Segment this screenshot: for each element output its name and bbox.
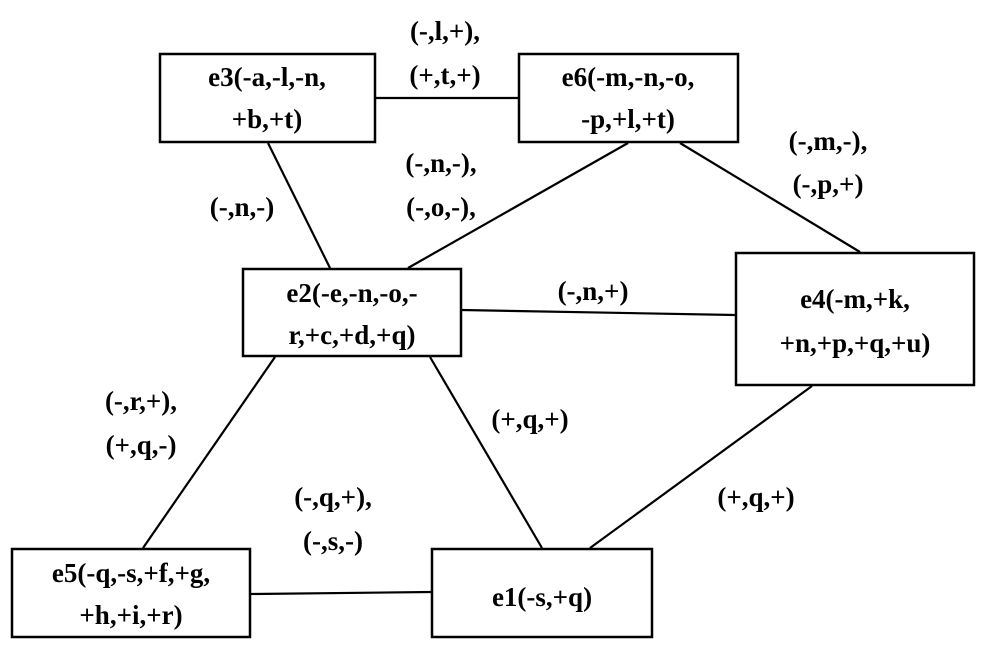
node-e2-line-2: r,+c,+d,+q) [289, 320, 416, 350]
edge-label-e2-e5: (-,r,+), (+,q,-) [105, 386, 177, 460]
node-e2-box [241, 267, 463, 358]
edge-label-e2-e6: (-,n,-), (-,o,-), [405, 148, 476, 222]
node-e4-line-1: e4(-m,+k, [800, 284, 910, 314]
node-e6: e6(-m,-n,-o, -p,+l,+t) [517, 52, 740, 144]
node-e6-line-2: -p,+l,+t) [581, 104, 675, 134]
edge-label-e4-e6: (-,m,-), (-,p,+) [789, 126, 868, 199]
edge-label-e1-e4: (+,q,+) [717, 482, 794, 512]
edge-label-e1-e4-line-1: (+,q,+) [717, 482, 794, 512]
node-e3-line-1: e3(-a,-l,-n, [208, 62, 326, 92]
edge-label-e2-e6-line-1: (-,n,-), [405, 148, 476, 178]
edge-e4-e6 [679, 142, 861, 253]
edge-label-e2-e5-line-1: (-,r,+), [105, 386, 177, 416]
edge-e2-e4 [461, 308, 736, 317]
node-e4-box [734, 251, 976, 387]
edge-label-e2-e4-line-1: (-,n,+) [558, 276, 629, 306]
edge-label-e3-e6: (-,l,+), (+,t,+) [409, 16, 480, 90]
node-e1-box [430, 547, 654, 639]
node-e4-line-2: +n,+p,+q,+u) [780, 328, 931, 358]
node-e4: e4(-m,+k, +n,+p,+q,+u) [734, 251, 976, 387]
edge-label-e1-e2: (+,q,+) [491, 404, 568, 434]
node-e6-line-1: e6(-m,-n,-o, [562, 62, 695, 92]
node-e5: e5(-q,-s,+f,+g, +h,+i,+r) [10, 547, 252, 639]
node-e1-line-1: e1(-s,+q) [492, 582, 592, 612]
edge-e1-e2 [429, 356, 543, 549]
edge-lines [142, 96, 861, 596]
edge-e2-e5 [142, 356, 276, 549]
node-e5-line-2: +h,+i,+r) [79, 600, 182, 630]
edge-label-e4-e6-line-2: (-,p,+) [793, 169, 864, 199]
node-e5-line-1: e5(-q,-s,+f,+g, [52, 558, 210, 588]
node-e6-box [517, 52, 740, 144]
edge-label-e1-e5-line-1: (-,q,+), [294, 482, 372, 512]
node-e3-line-2: +b,+t) [232, 104, 303, 134]
edge-e2-e6 [407, 142, 629, 269]
node-e2-line-1: e2(-e,-n,-o,- [286, 278, 417, 308]
edge-label-e1-e2-line-1: (+,q,+) [491, 404, 568, 434]
node-e2: e2(-e,-n,-o,- r,+c,+d,+q) [241, 267, 463, 358]
node-e5-box [10, 547, 252, 639]
edge-label-e2-e5-line-2: (+,q,-) [106, 430, 177, 460]
edge-label-e3-e6-line-2: (+,t,+) [409, 60, 480, 90]
edge-label-e4-e6-line-1: (-,m,-), [789, 126, 868, 156]
edge-e2-e3 [267, 142, 331, 269]
edge-label-e2-e6-line-2: (-,o,-), [406, 192, 476, 222]
node-e3: e3(-a,-l,-n, +b,+t) [158, 52, 377, 144]
edge-label-e3-e6-line-1: (-,l,+), [410, 16, 480, 46]
node-e1: e1(-s,+q) [430, 547, 654, 639]
node-e3-box [158, 52, 377, 144]
edge-e1-e5 [250, 590, 432, 596]
edge-label-e2-e3: (-,n,-) [210, 192, 274, 222]
edge-e1-e4 [589, 385, 813, 549]
edge-label-e1-e5-line-2: (-,s,-) [303, 526, 363, 556]
edge-label-e2-e3-line-1: (-,n,-) [210, 192, 274, 222]
edge-label-e2-e4: (-,n,+) [558, 276, 629, 306]
edge-label-e1-e5: (-,q,+), (-,s,-) [294, 482, 372, 556]
